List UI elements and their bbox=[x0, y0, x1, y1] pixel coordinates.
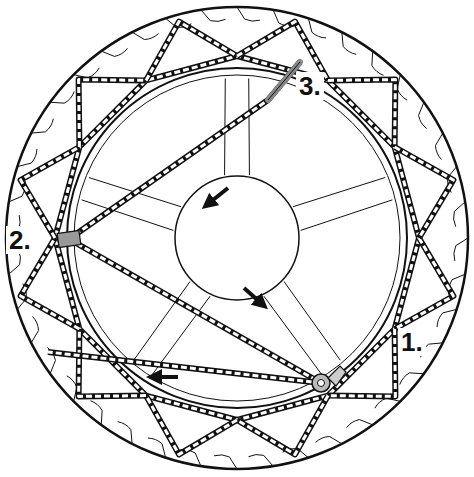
chain bbox=[69, 62, 300, 239]
chain bbox=[237, 396, 328, 455]
tread-mark bbox=[132, 32, 158, 39]
chain-links bbox=[146, 396, 237, 455]
chain-links bbox=[146, 22, 237, 81]
chain-links bbox=[48, 352, 321, 383]
chain-links bbox=[395, 238, 454, 329]
chain-links bbox=[328, 329, 395, 396]
chain-links bbox=[237, 396, 328, 455]
tread-mark bbox=[454, 238, 468, 261]
tread-mark bbox=[419, 102, 427, 128]
tread-mark bbox=[67, 376, 77, 402]
chain bbox=[55, 56, 419, 420]
chain bbox=[146, 396, 237, 455]
tread-mark bbox=[148, 438, 166, 458]
chain bbox=[146, 22, 237, 81]
tread-mark bbox=[31, 119, 53, 133]
callout-number: 2. bbox=[6, 226, 34, 254]
tread-mark bbox=[347, 420, 373, 428]
tread-mark bbox=[372, 51, 384, 75]
tread-mark bbox=[400, 373, 424, 385]
chain bbox=[395, 147, 454, 238]
chain bbox=[328, 80, 395, 147]
direction-arrows bbox=[154, 188, 262, 377]
chain-links bbox=[21, 147, 80, 238]
tread-mark bbox=[342, 32, 356, 54]
tread-mark bbox=[375, 398, 401, 408]
tread-mark bbox=[315, 436, 341, 443]
tread-mark bbox=[214, 455, 237, 469]
chain-links bbox=[328, 80, 395, 147]
chain-links bbox=[79, 80, 146, 147]
tread-mark bbox=[454, 202, 466, 227]
chain-links bbox=[69, 62, 300, 239]
tread-mark bbox=[74, 68, 100, 78]
tread-mark bbox=[50, 91, 74, 103]
chain bbox=[395, 238, 454, 329]
spoke-line bbox=[82, 200, 174, 231]
chain bbox=[328, 329, 395, 396]
tire bbox=[6, 7, 468, 469]
tread-mark bbox=[237, 7, 260, 21]
tread-mark bbox=[437, 309, 457, 327]
spoke-line bbox=[264, 296, 321, 374]
tread-mark bbox=[101, 48, 127, 56]
chain bbox=[48, 352, 321, 383]
spoke-line bbox=[293, 178, 385, 207]
tread-mark bbox=[397, 75, 407, 101]
tread-mark bbox=[31, 316, 38, 342]
chain-links bbox=[395, 147, 454, 238]
spoke-line bbox=[301, 200, 393, 231]
tread-marks bbox=[6, 7, 468, 469]
tread-mark bbox=[90, 401, 102, 425]
tread-mark bbox=[118, 422, 132, 444]
tread-mark bbox=[17, 149, 37, 167]
chain bbox=[21, 147, 80, 238]
tread-mark bbox=[248, 455, 273, 467]
tensioner-parts bbox=[57, 62, 346, 392]
spoke-line bbox=[284, 281, 340, 360]
chain bbox=[79, 80, 146, 147]
chain-links bbox=[55, 56, 419, 420]
callout-number: 3. bbox=[296, 72, 324, 100]
tread-mark bbox=[201, 10, 226, 22]
callout-number: 1. bbox=[398, 328, 426, 356]
chain-net bbox=[21, 22, 454, 455]
tread-mark bbox=[308, 18, 326, 38]
spoke-line bbox=[248, 78, 250, 175]
tread-mark bbox=[435, 133, 442, 159]
